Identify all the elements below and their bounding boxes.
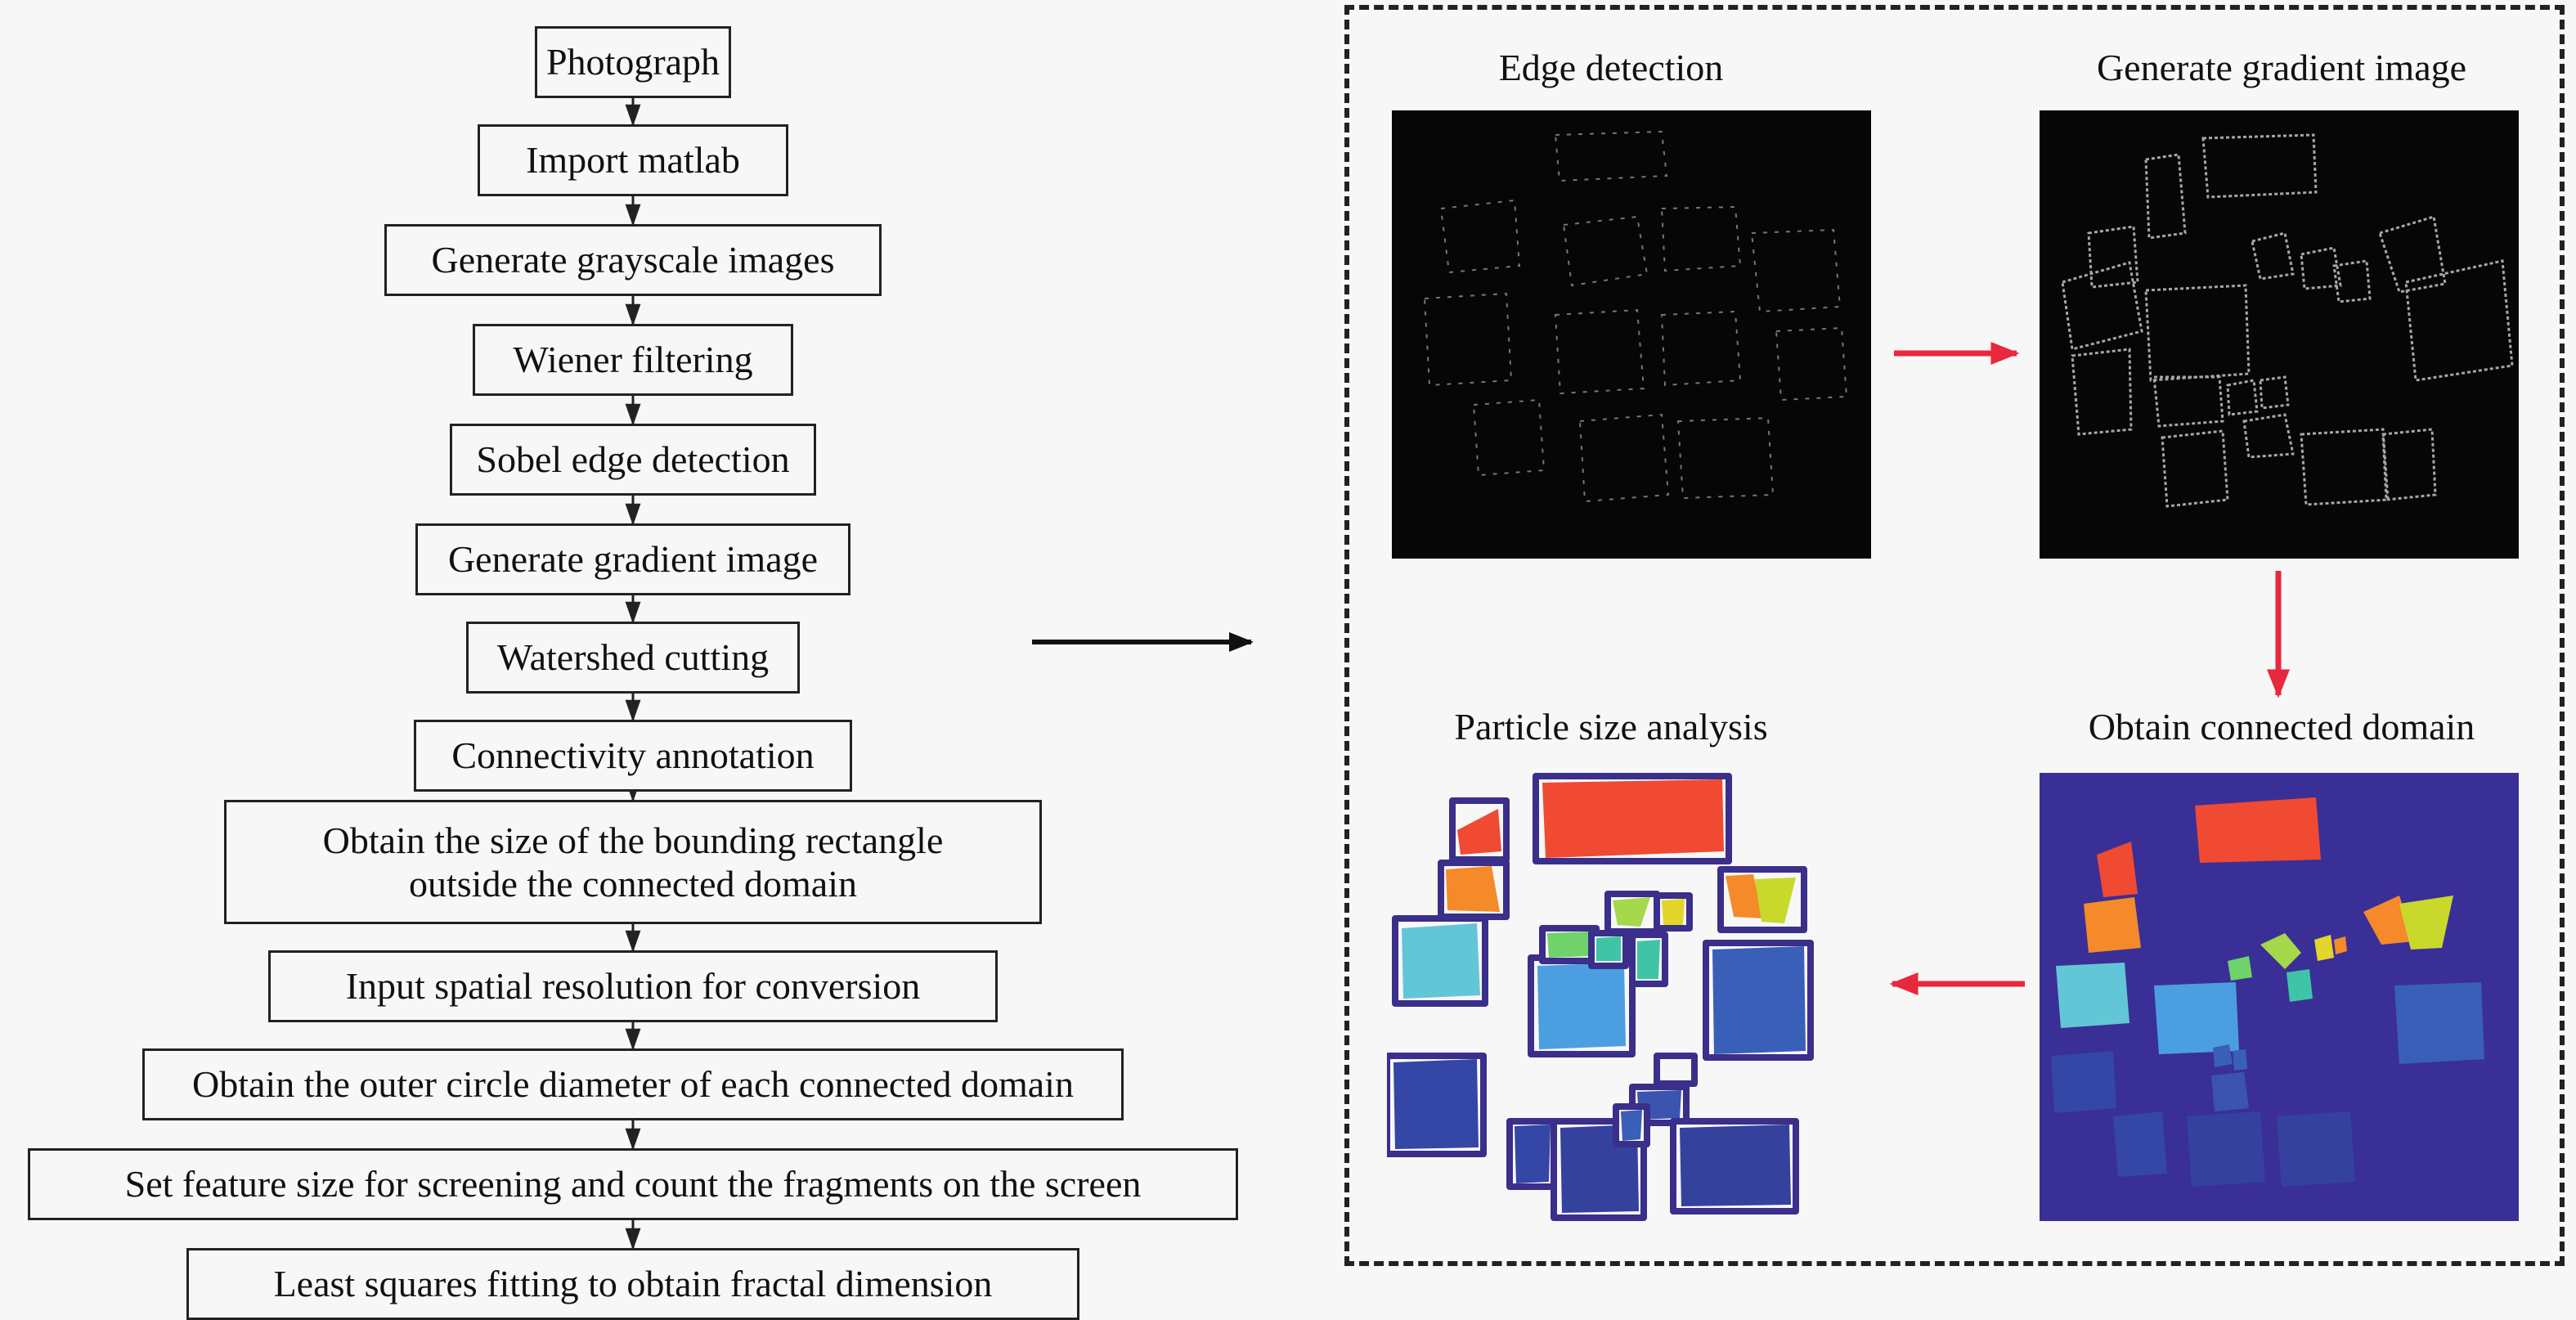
- step-sobel-edge-detection: Sobel edge detection: [450, 424, 816, 496]
- step-least-squares-fitting: Least squares fitting to obtain fractal …: [186, 1248, 1079, 1320]
- step-connectivity-annotation: Connectivity annotation: [414, 720, 852, 792]
- step-obtain-outer-circle-diameter: Obtain the outer circle diameter of each…: [142, 1048, 1124, 1120]
- flowchart-connectors: [625, 98, 1254, 1250]
- step-generate-gradient-image: Generate gradient image: [415, 523, 850, 595]
- step-input-spatial-resolution: Input spatial resolution for conversion: [268, 950, 998, 1022]
- step-photograph: Photograph: [535, 26, 731, 98]
- processing-panel-frame: [1344, 5, 2565, 1266]
- connected-domain-title: Obtain connected domain: [2088, 706, 2475, 748]
- step-set-feature-size-and-count: Set feature size for screening and count…: [28, 1148, 1238, 1220]
- gradient-image-title: Generate gradient image: [2096, 47, 2467, 88]
- particle-size-image: [1387, 773, 1866, 1221]
- gradient-image: [2040, 110, 2519, 559]
- step-wiener-filtering: Wiener filtering: [473, 324, 793, 396]
- edge-detection-title: Edge detection: [1498, 47, 1724, 88]
- step-import-matlab: Import matlab: [478, 124, 788, 196]
- edge-detection-image: [1392, 110, 1871, 559]
- connected-domain-image: [2040, 773, 2519, 1221]
- step-watershed-cutting: Watershed cutting: [466, 622, 800, 694]
- step-generate-grayscale-images: Generate grayscale images: [384, 224, 882, 296]
- step-obtain-bounding-rectangle-size: Obtain the size of the bounding rectangl…: [224, 800, 1042, 924]
- particle-size-title: Particle size analysis: [1454, 706, 1768, 748]
